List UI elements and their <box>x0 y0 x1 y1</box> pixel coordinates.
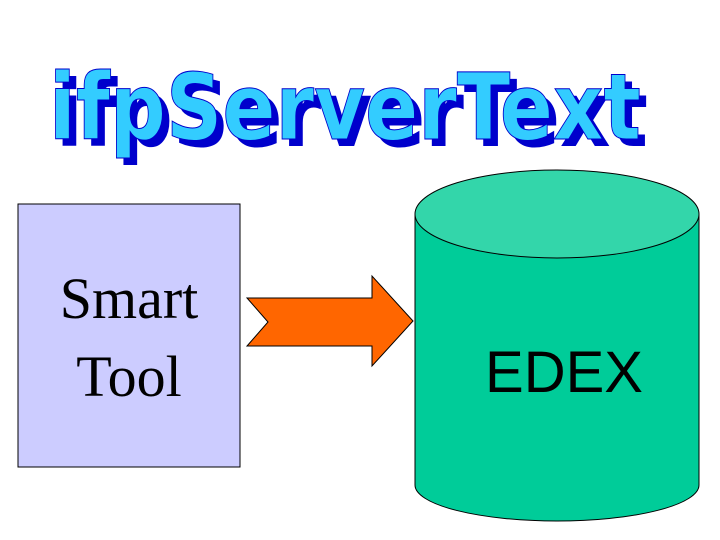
database-cylinder-body <box>414 213 700 522</box>
smart-tool-label-line2: Tool <box>76 344 182 409</box>
title-text: ifpServerText <box>49 54 641 161</box>
title-wordart: ifpServerText ifpServerText <box>49 54 649 169</box>
smart-tool-label-line1: Smart <box>60 266 199 331</box>
edex-database: EDEX <box>414 169 700 522</box>
smart-tool-rect <box>17 203 241 468</box>
database-cylinder-top <box>414 169 700 259</box>
database-label: EDEX <box>485 340 643 405</box>
title-shadow: ifpServerText <box>56 61 648 168</box>
arrow-right-icon <box>245 274 414 368</box>
smart-tool-box: Smart Tool <box>17 203 241 468</box>
